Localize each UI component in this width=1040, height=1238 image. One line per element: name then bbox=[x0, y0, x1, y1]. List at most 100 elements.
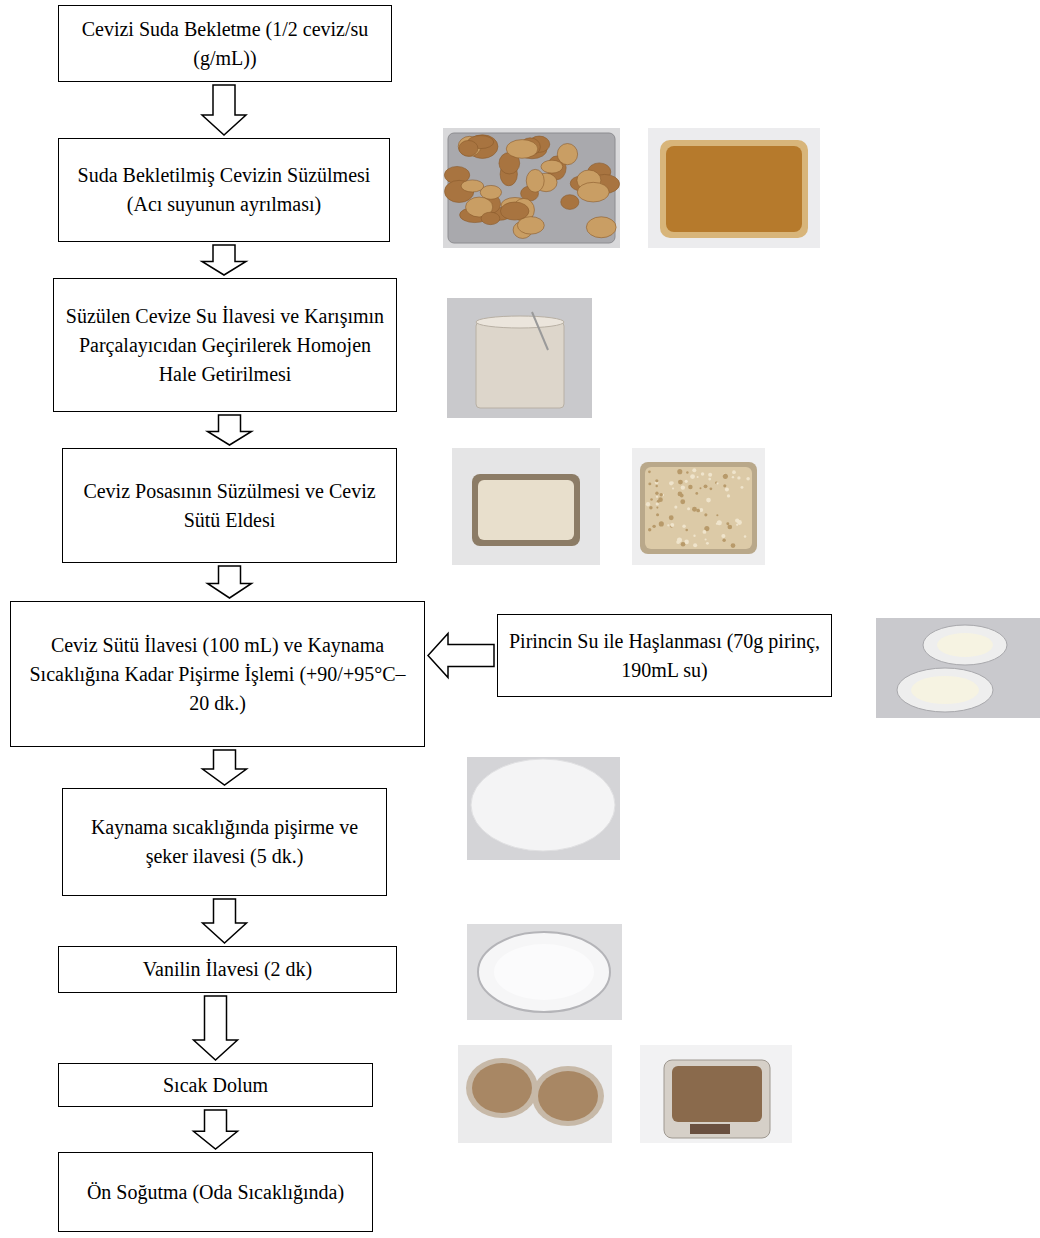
pulp-grain bbox=[655, 485, 657, 487]
pulp-grain bbox=[731, 543, 736, 548]
pulp-grain bbox=[685, 480, 688, 483]
pulp-grain bbox=[674, 506, 677, 509]
vanillin-dish bbox=[478, 932, 610, 1012]
pulp-grain bbox=[646, 502, 650, 506]
walnut-kernel bbox=[526, 169, 544, 192]
walnut-kernel bbox=[557, 144, 577, 165]
pulp-grain bbox=[717, 520, 722, 525]
pulp-grain bbox=[732, 470, 736, 474]
step-text: Suda Bekletilmiş Cevizin Süzülmesi (Acı … bbox=[69, 161, 379, 219]
cup-rim bbox=[466, 1058, 538, 1118]
pulp-grain bbox=[648, 482, 651, 485]
dish-rim bbox=[640, 462, 757, 554]
walnut-pulp bbox=[645, 467, 752, 549]
walnut-milk-glass-photo bbox=[447, 298, 592, 418]
pulp-grain bbox=[669, 481, 673, 485]
walnut-kernel bbox=[586, 217, 616, 238]
step-text: Ön Soğutma (Oda Sıcaklığında) bbox=[87, 1178, 344, 1207]
block-arrow bbox=[208, 566, 252, 598]
pulp-grain bbox=[687, 507, 690, 510]
pulp-grain bbox=[669, 515, 674, 520]
block-arrow bbox=[194, 996, 238, 1060]
pulp-grain bbox=[692, 507, 697, 512]
pulp-grain bbox=[744, 535, 747, 538]
walnut-tray-photo bbox=[443, 128, 620, 248]
brown-liquid bbox=[666, 146, 802, 232]
pulp-grain bbox=[732, 476, 734, 478]
pulp-grain bbox=[716, 514, 718, 516]
pulp-grain bbox=[746, 477, 750, 481]
pulp-grain bbox=[656, 496, 658, 498]
walnut-pulp-photo bbox=[632, 448, 765, 565]
milk-glass bbox=[476, 322, 564, 408]
process-box: Cevizi Suda Bekletme (1/2 ceviz/su (g/mL… bbox=[58, 5, 392, 82]
sugar-photo bbox=[467, 757, 620, 860]
walnut-kernel bbox=[459, 140, 478, 156]
pulp-grain bbox=[677, 469, 682, 474]
glass-rim bbox=[476, 316, 564, 328]
walnut-kernel bbox=[461, 180, 484, 192]
photo-ground bbox=[447, 298, 592, 418]
pulp-grain bbox=[735, 518, 739, 522]
pulp-grain bbox=[690, 474, 695, 479]
pulp-grain bbox=[706, 498, 711, 503]
hot-filled-cups-photo bbox=[458, 1045, 612, 1143]
process-box: Ceviz Sütü İlavesi (100 mL) ve Kaynama S… bbox=[10, 601, 425, 747]
pulp-grain bbox=[722, 539, 725, 542]
vanillin-photo bbox=[467, 924, 622, 1020]
pulp-grain bbox=[670, 523, 674, 527]
pulp-grain bbox=[678, 480, 683, 485]
pulp-grain bbox=[703, 530, 707, 534]
rice-bowl bbox=[923, 625, 1007, 665]
pulp-grain bbox=[699, 487, 701, 489]
pulp-grain bbox=[656, 507, 658, 509]
photo-ground bbox=[467, 757, 620, 860]
pulp-grain bbox=[705, 538, 707, 540]
pulp-grain bbox=[708, 473, 712, 477]
pulp-grain bbox=[726, 522, 729, 525]
pulp-grain bbox=[648, 470, 651, 473]
step-text: Cevizi Suda Bekletme (1/2 ceviz/su (g/mL… bbox=[69, 15, 381, 73]
block-arrow bbox=[202, 85, 246, 135]
pulp-grain bbox=[723, 474, 728, 479]
pulp-grain bbox=[655, 479, 658, 482]
block-arrow bbox=[208, 415, 252, 445]
pulp-grain bbox=[678, 492, 683, 497]
rice-bowl bbox=[897, 668, 993, 712]
pulp-grain bbox=[680, 499, 685, 504]
photo-ground bbox=[443, 128, 620, 248]
spoon bbox=[532, 312, 548, 350]
step-text: Ceviz Posasının Süzülmesi ve Ceviz Sütü … bbox=[73, 477, 386, 535]
pulp-grain bbox=[648, 528, 651, 531]
pulp-grain bbox=[741, 486, 744, 489]
walnut-kernel bbox=[500, 202, 529, 220]
pulp-grain bbox=[667, 524, 669, 526]
pulp-grain bbox=[693, 543, 697, 547]
pulp-grain bbox=[659, 493, 663, 497]
pulp-grain bbox=[721, 534, 725, 538]
walnut-kernel bbox=[541, 160, 563, 173]
pulp-grain bbox=[656, 513, 659, 516]
pulp-grain bbox=[704, 513, 707, 516]
walnut-kernel bbox=[481, 212, 500, 224]
step-text: Sıcak Dolum bbox=[163, 1071, 268, 1100]
process-box: Sıcak Dolum bbox=[58, 1063, 373, 1107]
photo-ground bbox=[876, 618, 1040, 718]
rice-pudding bbox=[672, 1066, 762, 1122]
filled-cup-photo bbox=[640, 1045, 792, 1143]
rice bbox=[937, 633, 993, 657]
pulp-grain bbox=[686, 471, 688, 473]
pulp-grain bbox=[659, 521, 664, 526]
pulp-grain bbox=[682, 524, 685, 527]
cup-label bbox=[690, 1124, 730, 1134]
block-arrow bbox=[194, 1110, 238, 1149]
pulp-grain bbox=[727, 494, 730, 497]
pulp-grain bbox=[656, 502, 659, 505]
block-arrow bbox=[203, 750, 247, 785]
pulp-grain bbox=[727, 525, 732, 530]
walnut-milk bbox=[478, 480, 574, 540]
glass-dish bbox=[660, 140, 808, 238]
photo-ground bbox=[452, 448, 600, 565]
pulp-grain bbox=[688, 485, 692, 489]
